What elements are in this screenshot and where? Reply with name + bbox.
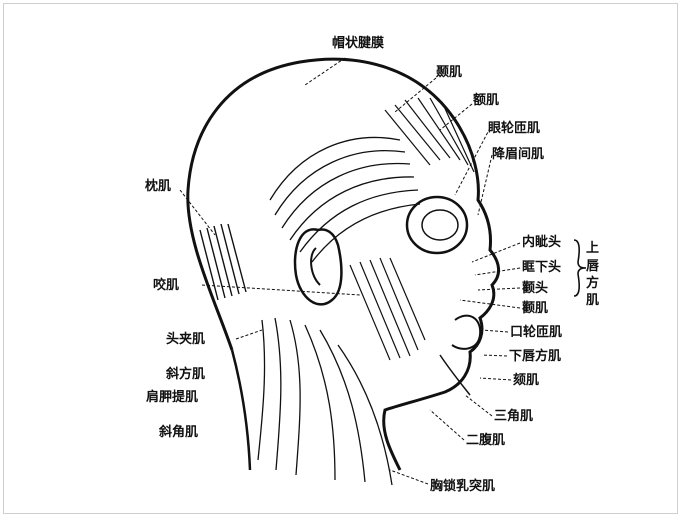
occipitalis-muscle xyxy=(199,223,247,301)
label-temporalis: 颞肌 xyxy=(435,65,462,80)
label-mentalis: 颏肌 xyxy=(513,372,539,388)
ear xyxy=(293,228,343,306)
label-upper-lip-2: 唇 xyxy=(586,258,600,274)
label-depressor-labii: 下唇方肌 xyxy=(509,348,561,364)
label-occipitalis: 枕肌 xyxy=(145,178,171,194)
label-digastric: 二腹肌 xyxy=(466,432,505,448)
label-splenius: 头夹肌 xyxy=(166,331,205,347)
neck-outline xyxy=(230,349,252,471)
eye xyxy=(405,195,469,255)
label-infraorbital-head: 眶下头 xyxy=(522,259,561,275)
label-frontalis: 额肌 xyxy=(473,92,499,108)
frontalis-muscle xyxy=(384,97,475,173)
label-orbicularis-oculi: 眼轮匝肌 xyxy=(488,120,540,136)
temporalis-muscle xyxy=(269,136,421,263)
label-levator-scapulae: 肩胛提肌 xyxy=(146,389,198,405)
label-upper-lip-4: 肌 xyxy=(586,293,599,308)
label-orbicularis-oris: 口轮匝肌 xyxy=(510,324,562,340)
label-masseter: 咬肌 xyxy=(153,277,179,293)
leader-lines xyxy=(179,57,521,485)
upper-lip-bracket xyxy=(573,239,587,297)
label-procerus: 降眉间肌 xyxy=(492,146,544,162)
label-upper-lip-1: 上 xyxy=(586,241,599,256)
label-zygomatic-head: 颧头 xyxy=(522,280,548,296)
label-scalene: 斜角肌 xyxy=(158,424,198,440)
label-sternocleidomastoid: 胸锁乳突肌 xyxy=(430,478,495,494)
label-angular-head: 内眦头 xyxy=(522,234,561,250)
label-upper-lip-3: 方 xyxy=(586,275,599,291)
label-depressor-anguli: 三角肌 xyxy=(494,408,533,424)
label-galea: 帽状腱膜 xyxy=(332,35,384,51)
head-outline xyxy=(186,57,500,471)
neck-muscles xyxy=(257,317,393,486)
label-zygomaticus: 颧肌 xyxy=(522,300,548,316)
label-trapezius: 斜方肌 xyxy=(165,366,205,382)
masseter-muscle xyxy=(349,257,426,361)
